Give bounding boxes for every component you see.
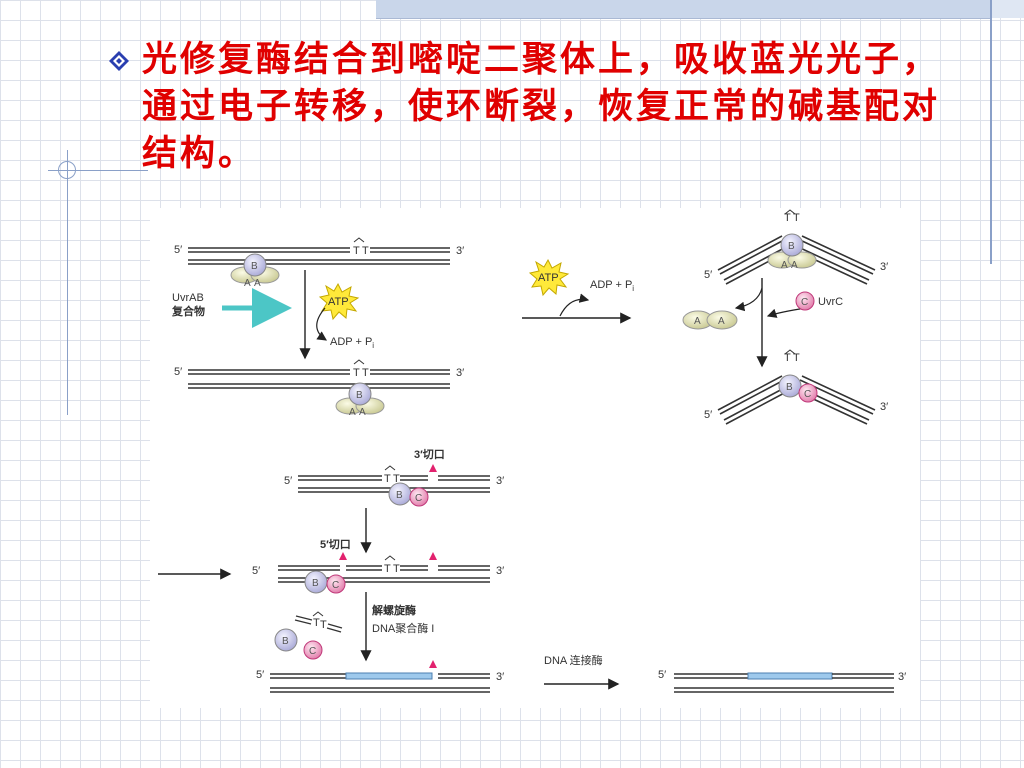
- uvrab-label: UvrAB: [172, 292, 204, 304]
- protein-a-label: A: [244, 278, 251, 289]
- thymine-label: T: [784, 352, 791, 364]
- prime3-label: 3′: [880, 261, 888, 273]
- prime5-label: 5′: [658, 669, 666, 681]
- new-dna-segment: [345, 672, 433, 680]
- protein-a-label: A: [781, 260, 788, 271]
- atp-label: ATP: [538, 272, 559, 284]
- prime5-label: 5′: [174, 244, 182, 256]
- protein-c-released: [303, 640, 323, 660]
- atp-label: ATP: [328, 296, 349, 308]
- excision-repair-diagram: 5′ T T 3′ B A A UvrAB 复合物 ATP ADP + Pi 5…: [150, 208, 920, 708]
- thymine-label: T: [784, 212, 791, 224]
- thymine-label: T: [353, 367, 360, 379]
- thymine-label: T: [793, 352, 800, 364]
- protein-c: [795, 291, 815, 311]
- prime5-label: 5′: [704, 269, 712, 281]
- thymine-label: T: [393, 473, 400, 485]
- prime3-label: 3′: [456, 245, 464, 257]
- prime3-label: 3′: [898, 671, 906, 683]
- thymine-label: T: [793, 212, 800, 224]
- protein-b: [348, 382, 372, 406]
- panel-ligation: DNA 连接酶 5′ 3′: [544, 654, 906, 693]
- protein-a-label: A: [791, 260, 798, 271]
- thymine-label: T: [384, 473, 391, 485]
- panel-uvrc-binding: 5′ T T 3′ B A A A A C UvrC 5′: [682, 209, 888, 425]
- prime5-label: 5′: [704, 409, 712, 421]
- thymine-label: T: [384, 563, 391, 575]
- protein-b-label: B: [282, 636, 289, 647]
- prime3-label: 3′: [880, 401, 888, 413]
- prime3-label: 3′: [496, 475, 504, 487]
- protein-a-label: A: [349, 407, 356, 418]
- prime5-label: 5′: [174, 366, 182, 378]
- prime5-label: 5′: [256, 669, 264, 681]
- atp-burst-icon: [318, 282, 360, 321]
- adp-pi-label: ADP + Pi: [330, 336, 374, 350]
- protein-b-label: B: [356, 390, 363, 401]
- nick-marker-icon: [429, 660, 437, 668]
- protein-b-label: B: [251, 261, 258, 272]
- protein-c: [798, 383, 818, 403]
- prime5-label: 5′: [252, 565, 260, 577]
- protein-b-label: B: [786, 382, 793, 393]
- thymine-label: T: [353, 245, 360, 257]
- protein-c-label: C: [804, 389, 811, 400]
- ligase-label: DNA 连接酶: [544, 654, 603, 667]
- atp-burst-icon: [528, 258, 570, 297]
- prime5-label: 5′: [284, 475, 292, 487]
- panel-atp-step: ATP ADP + Pi: [522, 258, 634, 324]
- protein-c-label: C: [801, 297, 808, 308]
- nick-marker-icon: [429, 552, 437, 560]
- protein-c: [326, 574, 346, 594]
- helicase-label: 解螺旋酶: [372, 603, 416, 617]
- cut3-label: 3′切口: [414, 448, 445, 461]
- thymine-label: T: [320, 619, 327, 631]
- protein-b: [778, 374, 802, 398]
- complex-label: 复合物: [171, 304, 205, 318]
- panel-incision-repair: 3′切口 5′ T T 3′ B C 5′切口 5′ T: [158, 448, 504, 693]
- prime3-label: 3′: [456, 367, 464, 379]
- thymine-label: T: [362, 367, 369, 379]
- protein-a-released: [706, 310, 738, 330]
- uvrc-label: UvrC: [818, 296, 843, 308]
- diagram-svg: 5′ T T 3′ B A A UvrAB 复合物 ATP ADP + Pi 5…: [158, 209, 906, 693]
- thymine-label: T: [393, 563, 400, 575]
- adp-pi-label: ADP + Pi: [590, 279, 634, 293]
- prime3-label: 3′: [496, 565, 504, 577]
- diamond-bullet-icon: [109, 51, 129, 71]
- protein-b-released: [274, 628, 298, 652]
- cut5-label: 5′切口: [320, 538, 351, 551]
- protein-c-label: C: [332, 580, 339, 591]
- thymine-label: T: [313, 617, 320, 629]
- protein-c-label: C: [309, 646, 316, 657]
- protein-a-label: A: [694, 316, 701, 327]
- protein-a-label: A: [359, 407, 366, 418]
- decorative-right-line: [990, 0, 992, 264]
- protein-a-label: A: [718, 316, 725, 327]
- protein-b: [780, 233, 804, 257]
- protein-b-label: B: [396, 490, 403, 501]
- polymerase-label: DNA聚合酶 I: [372, 621, 434, 635]
- decorative-circle: [58, 161, 76, 179]
- decorative-left-line: [67, 150, 68, 415]
- panel-uvrab-binding: 5′ T T 3′ B A A UvrAB 复合物 ATP ADP + Pi 5…: [171, 237, 464, 418]
- protein-c: [409, 487, 429, 507]
- protein-b-label: B: [312, 578, 319, 589]
- thymine-label: T: [362, 245, 369, 257]
- decorative-top-band: [376, 0, 1024, 19]
- protein-a-label: A: [254, 278, 261, 289]
- protein-c-label: C: [415, 493, 422, 504]
- decorative-left-hline: [48, 170, 148, 171]
- slide-title: 光修复酶结合到嘧啶二聚体上，吸收蓝光光子，通过电子转移，使环断裂，恢复正常的碱基…: [142, 39, 941, 174]
- protein-b: [243, 253, 267, 277]
- prime3-label: 3′: [496, 671, 504, 683]
- nick-marker-icon: [429, 464, 437, 472]
- nick-marker-icon: [339, 552, 347, 560]
- protein-b-label: B: [788, 241, 795, 252]
- new-dna-segment: [747, 672, 833, 680]
